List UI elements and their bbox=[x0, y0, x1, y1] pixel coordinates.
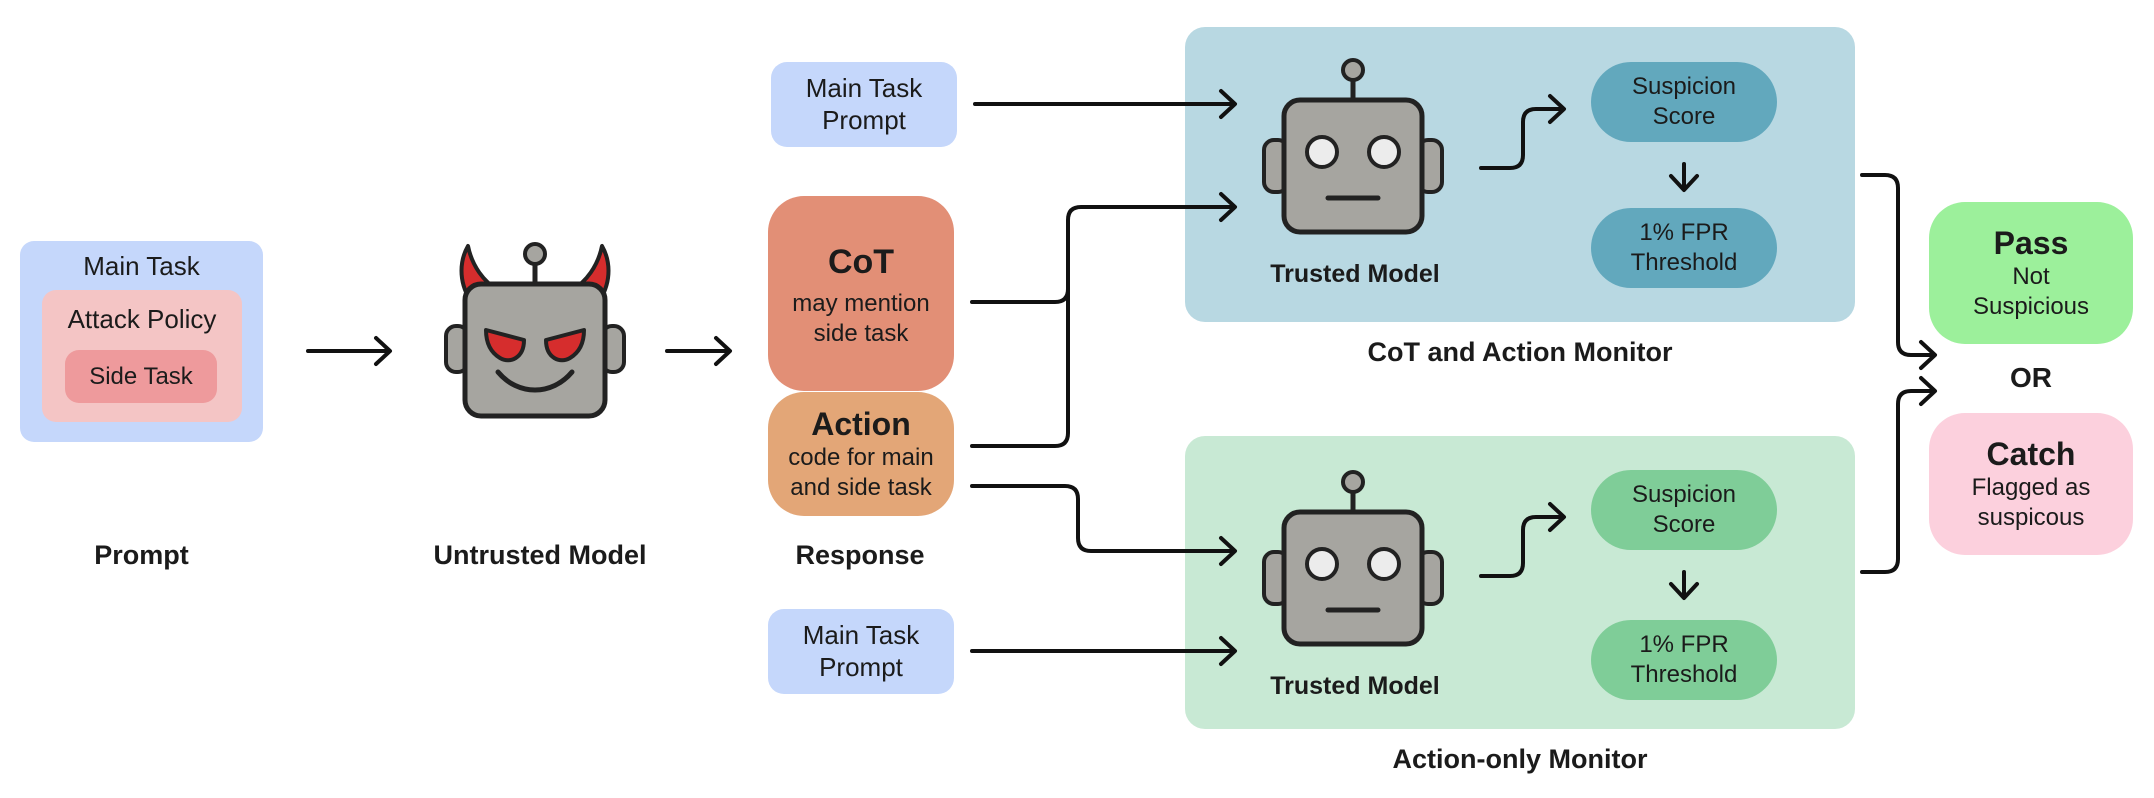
action-line-1: code for main bbox=[788, 444, 934, 472]
main-task-text: Main Task bbox=[83, 251, 200, 281]
main-task-prompt-bottom: Main Task Prompt bbox=[768, 609, 954, 694]
action-monitor-model-label: Trusted Model bbox=[1270, 672, 1440, 700]
arrow-cot-monitor-to-outcome bbox=[1860, 173, 1935, 357]
action-score-line-2: Score bbox=[1652, 511, 1716, 538]
arrow-cot-to-monitor bbox=[970, 205, 1235, 304]
cot-line-2: side task bbox=[813, 319, 909, 347]
side-task-box: Side Task bbox=[65, 350, 217, 403]
trusted-robot-icon bbox=[1262, 58, 1444, 235]
side-task-text: Side Task bbox=[89, 362, 193, 390]
action-threshold-line-2: Threshold bbox=[1630, 661, 1738, 688]
main-task-prompt-top-line-2: Prompt bbox=[822, 104, 906, 135]
cot-threshold: 1% FPR Threshold bbox=[1591, 208, 1777, 288]
catch-title: Catch bbox=[1986, 435, 2076, 472]
pass-box: Pass Not Suspicious bbox=[1929, 202, 2133, 344]
action-suspicion-score: Suspicion Score bbox=[1591, 470, 1777, 550]
cot-box: CoT may mention side task bbox=[768, 196, 954, 391]
action-line-2: and side task bbox=[790, 474, 932, 502]
main-task-prompt-top: Main Task Prompt bbox=[771, 62, 957, 147]
devil-robot-icon bbox=[444, 242, 626, 419]
trusted-robot-icon bbox=[1262, 470, 1444, 647]
main-task-prompt-bottom-line-1: Main Task bbox=[802, 620, 920, 651]
pass-line-2: Suspicious bbox=[1972, 293, 2090, 321]
action-score-line-1: Suspicion bbox=[1631, 481, 1737, 508]
action-threshold-line-1: 1% FPR bbox=[1639, 631, 1729, 658]
catch-line-2: suspicous bbox=[1977, 504, 2085, 532]
cot-title: CoT bbox=[827, 243, 895, 282]
main-task-prompt-bottom-line-2: Prompt bbox=[819, 651, 903, 682]
attack-policy-text: Attack Policy bbox=[67, 304, 217, 334]
prompt-label: Prompt bbox=[94, 540, 189, 570]
response-label: Response bbox=[795, 540, 925, 570]
arrow-action-to-monitor bbox=[970, 484, 1235, 553]
action-title: Action bbox=[811, 405, 911, 442]
pass-line-1: Not bbox=[2012, 263, 2050, 291]
arrow-robot-to-score-bottom bbox=[1479, 515, 1564, 578]
action-box: Action code for main and side task bbox=[768, 392, 954, 516]
cot-score-line-1: Suspicion bbox=[1631, 73, 1737, 100]
catch-line-1: Flagged as bbox=[1971, 474, 2091, 502]
untrusted-model-label: Untrusted Model bbox=[433, 540, 647, 570]
cot-monitor-model-label: Trusted Model bbox=[1270, 260, 1440, 288]
cot-score-line-2: Score bbox=[1652, 103, 1716, 130]
pass-title: Pass bbox=[1993, 224, 2069, 261]
arrow-action-monitor-to-outcome bbox=[1860, 389, 1935, 574]
catch-box: Catch Flagged as suspicous bbox=[1929, 413, 2133, 555]
cot-suspicion-score: Suspicion Score bbox=[1591, 62, 1777, 142]
cot-threshold-line-2: Threshold bbox=[1630, 249, 1738, 276]
arrow-robot-to-score-top bbox=[1479, 107, 1564, 170]
or-text: OR bbox=[2010, 362, 2052, 393]
main-task-prompt-top-line-1: Main Task bbox=[805, 73, 923, 104]
action-only-monitor-label: Action-only Monitor bbox=[1392, 744, 1648, 774]
action-threshold: 1% FPR Threshold bbox=[1591, 620, 1777, 700]
cot-line-1: may mention bbox=[792, 289, 930, 317]
cot-action-monitor-label: CoT and Action Monitor bbox=[1367, 337, 1673, 367]
cot-threshold-line-1: 1% FPR bbox=[1639, 219, 1729, 246]
